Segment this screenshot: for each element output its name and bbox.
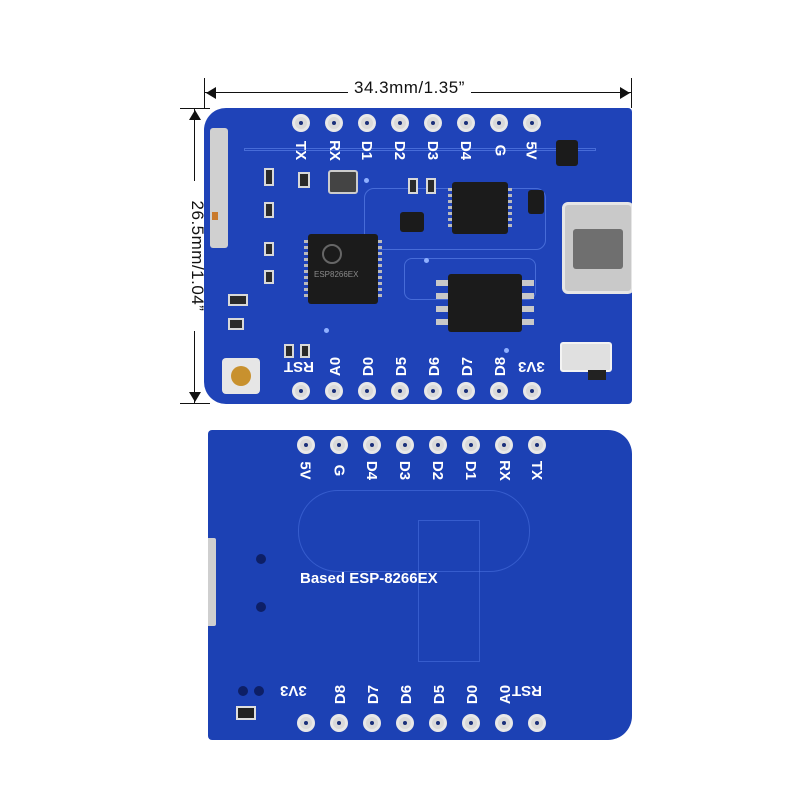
back-pin-label-d6: D6 xyxy=(398,684,416,705)
back-pin-label-d5: D5 xyxy=(431,684,449,705)
back-pin-label-rst: RST xyxy=(512,682,542,699)
board-back: 5V G D4 D3 D2 D1 RX TX Based ESP-8266EX … xyxy=(208,430,632,740)
back-pin-label-d0: D0 xyxy=(464,684,482,705)
pin-label-d3: D3 xyxy=(424,140,442,161)
pin-label-g: G xyxy=(491,144,509,157)
pin-label-rx: RX xyxy=(325,140,343,161)
back-pin-label-tx: TX xyxy=(528,460,546,481)
pin-label-d6: D6 xyxy=(426,356,444,377)
back-pin-label-d1: D1 xyxy=(462,460,480,481)
back-pin-label-g: G xyxy=(330,464,348,477)
esp8266-chip: ESP8266EX xyxy=(308,234,378,304)
silkscreen-text: Based ESP-8266EX xyxy=(300,570,438,587)
board-front: TX RX D1 D2 D3 D4 G 5V ESP8266EX xyxy=(204,108,632,404)
pin-label-a0: A0 xyxy=(327,356,345,377)
height-dimension: 26.5mm/1.04” xyxy=(180,108,210,404)
reset-button[interactable] xyxy=(560,342,612,372)
pin-label-tx: TX xyxy=(292,140,310,161)
pin-label-5v: 5V xyxy=(522,141,540,160)
ipex-connector xyxy=(222,358,260,394)
back-pin-label-d7: D7 xyxy=(365,684,383,705)
pin-label-rst: RST xyxy=(284,358,314,375)
antenna xyxy=(210,128,228,248)
pin-label-d2: D2 xyxy=(391,140,409,161)
pin-label-d4: D4 xyxy=(457,140,475,161)
esp-chip-text: ESP8266EX xyxy=(314,270,359,279)
width-dimension: 34.3mm/1.35” xyxy=(204,78,632,108)
back-pin-label-5v: 5V xyxy=(296,461,314,480)
pin-label-d5: D5 xyxy=(393,356,411,377)
back-pin-label-d2: D2 xyxy=(429,460,447,481)
width-label: 34.3mm/1.35” xyxy=(348,78,471,98)
micro-usb-port xyxy=(562,202,632,294)
usb-serial-chip xyxy=(452,182,508,234)
pin-label-d8: D8 xyxy=(492,356,510,377)
pin-label-d7: D7 xyxy=(459,356,477,377)
back-pin-label-d4: D4 xyxy=(363,460,381,481)
back-pin-label-d8: D8 xyxy=(332,684,350,705)
pin-label-d0: D0 xyxy=(360,356,378,377)
flash-chip xyxy=(448,274,522,332)
back-pin-label-d3: D3 xyxy=(396,460,414,481)
back-pin-label-rx: RX xyxy=(495,460,513,481)
pin-label-d1: D1 xyxy=(358,140,376,161)
back-pin-label-3v3: 3V3 xyxy=(280,682,307,699)
pin-label-3v3: 3V3 xyxy=(518,358,545,375)
